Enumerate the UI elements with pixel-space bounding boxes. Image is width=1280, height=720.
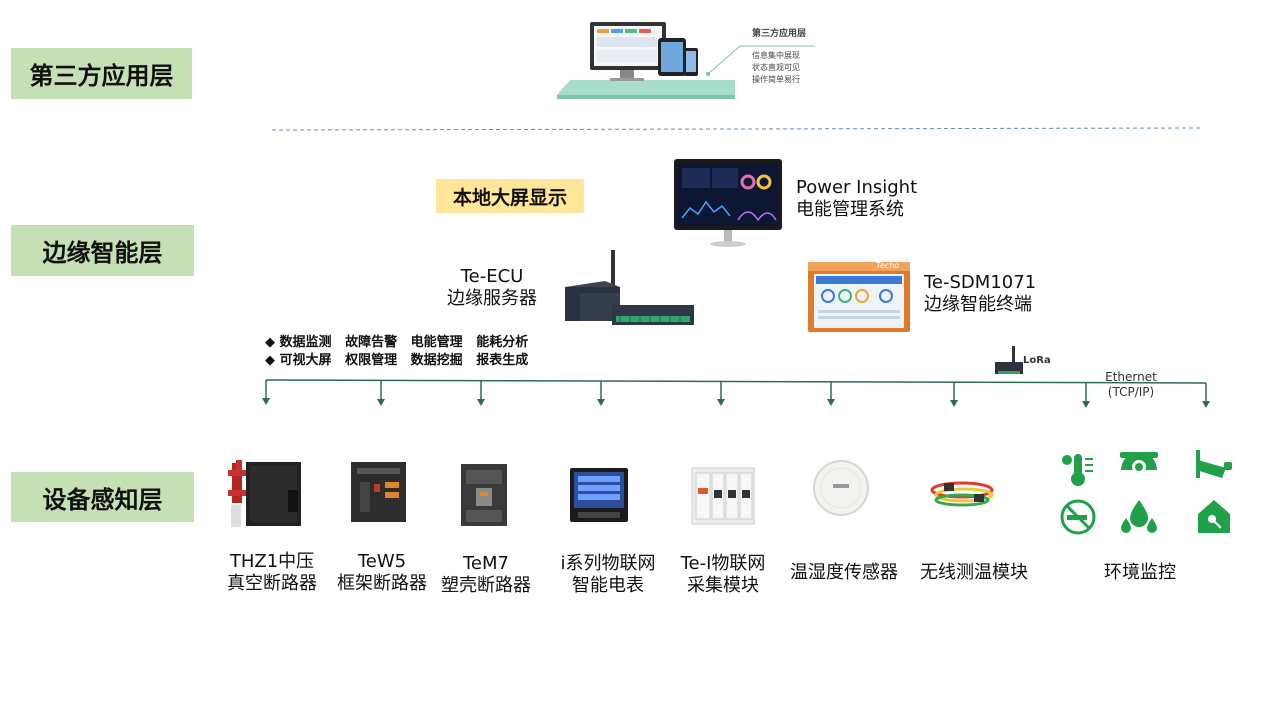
power-insight-name: Power Insight <box>796 177 918 198</box>
local-display-label: 本地大屏显示 <box>436 179 584 213</box>
ecu-subtitle: 边缘服务器 <box>447 288 537 309</box>
device-label-imeter: i系列物联网 智能电表 <box>553 553 663 597</box>
sdm-label: Te-SDM1071 边缘智能终端 <box>924 272 1036 316</box>
sdm-brand: Techo <box>876 261 900 270</box>
device-tei-name: Te-I物联网 <box>680 553 766 574</box>
ethernet-line-2: (TCP/IP) <box>1107 385 1155 399</box>
device-tem7-image <box>461 464 507 526</box>
layer-label-edge: 边缘智能层 <box>11 225 194 276</box>
device-imeter-type: 智能电表 <box>572 575 644 596</box>
device-thz1-type: 真空断路器 <box>227 573 317 594</box>
power-insight-label: Power Insight 电能管理系统 <box>796 177 917 221</box>
device-label-tem7: TeM7 塑壳断路器 <box>436 553 536 597</box>
ethernet-line-1: Ethernet <box>1105 370 1157 384</box>
smart-home-icon <box>1198 500 1230 533</box>
ethernet-label: Ethernet (TCP/IP) <box>1098 370 1164 400</box>
sdm-subtitle: 边缘智能终端 <box>924 294 1032 315</box>
third-party-line-1: 信息集中展现 <box>752 51 800 60</box>
device-imeter-name: i系列物联网 <box>560 553 656 574</box>
layer-label-device: 设备感知层 <box>11 472 194 522</box>
features-row-1: ◆ 数据监测 故障告警 电能管理 能耗分析 <box>265 335 529 350</box>
device-label-env: 环境监控 <box>1090 562 1190 584</box>
temperature-icon <box>1062 454 1093 486</box>
lora-label: LoRa <box>1023 355 1051 366</box>
device-label-tei: Te-I物联网 采集模块 <box>668 553 778 597</box>
power-insight-monitor <box>674 159 782 247</box>
ecu-label: Te-ECU 边缘服务器 <box>440 266 544 310</box>
device-tew5-type: 框架断路器 <box>337 573 427 594</box>
device-imeter-image <box>570 468 628 522</box>
device-humidity-sensor-image <box>813 460 869 516</box>
third-party-illustration <box>557 22 815 99</box>
device-tem7-name: TeM7 <box>463 553 509 574</box>
device-label-wireless-temp: 无线测温模块 <box>914 562 1034 584</box>
lora-gateway-image <box>995 346 1023 374</box>
third-party-line-3: 操作简单易行 <box>752 75 800 84</box>
ecu-server-image <box>565 250 694 325</box>
device-label-thz1: THZ1中压 真空断路器 <box>222 551 322 595</box>
sdm-terminal-image <box>808 262 910 332</box>
device-tew5-name: TeW5 <box>357 551 407 572</box>
layer-label-app: 第三方应用层 <box>11 48 192 99</box>
device-label-tew5: TeW5 框架断路器 <box>332 551 432 595</box>
device-tei-type: 采集模块 <box>687 575 759 596</box>
device-tew5-image <box>351 462 406 522</box>
power-insight-subtitle: 电能管理系统 <box>796 199 904 220</box>
features-row-2: ◆ 可视大屏 权限管理 数据挖掘 报表生成 <box>265 353 529 368</box>
camera-dome-icon <box>1120 452 1158 474</box>
layer-separator <box>271 127 1201 131</box>
water-drops-icon <box>1121 500 1157 533</box>
device-tei-image <box>691 467 755 525</box>
device-wireless-temp-name: 无线测温模块 <box>920 562 1028 583</box>
ecu-name: Te-ECU <box>460 266 524 287</box>
device-thz1-image <box>228 460 301 527</box>
device-tem7-type: 塑壳断路器 <box>441 575 531 596</box>
device-label-humidity: 温湿度传感器 <box>784 562 904 584</box>
device-thz1-name: THZ1中压 <box>229 551 315 572</box>
sdm-name: Te-SDM1071 <box>924 272 1037 293</box>
cctv-icon <box>1196 450 1232 478</box>
device-wireless-temp-image <box>930 481 994 507</box>
third-party-line-2: 状态直观可见 <box>752 63 800 72</box>
third-party-title: 第三方应用层 <box>752 29 807 39</box>
device-humidity-name: 温湿度传感器 <box>790 562 898 583</box>
device-env-name: 环境监控 <box>1104 562 1176 583</box>
communication-bus <box>262 379 1210 408</box>
no-smoking-icon <box>1060 499 1096 535</box>
